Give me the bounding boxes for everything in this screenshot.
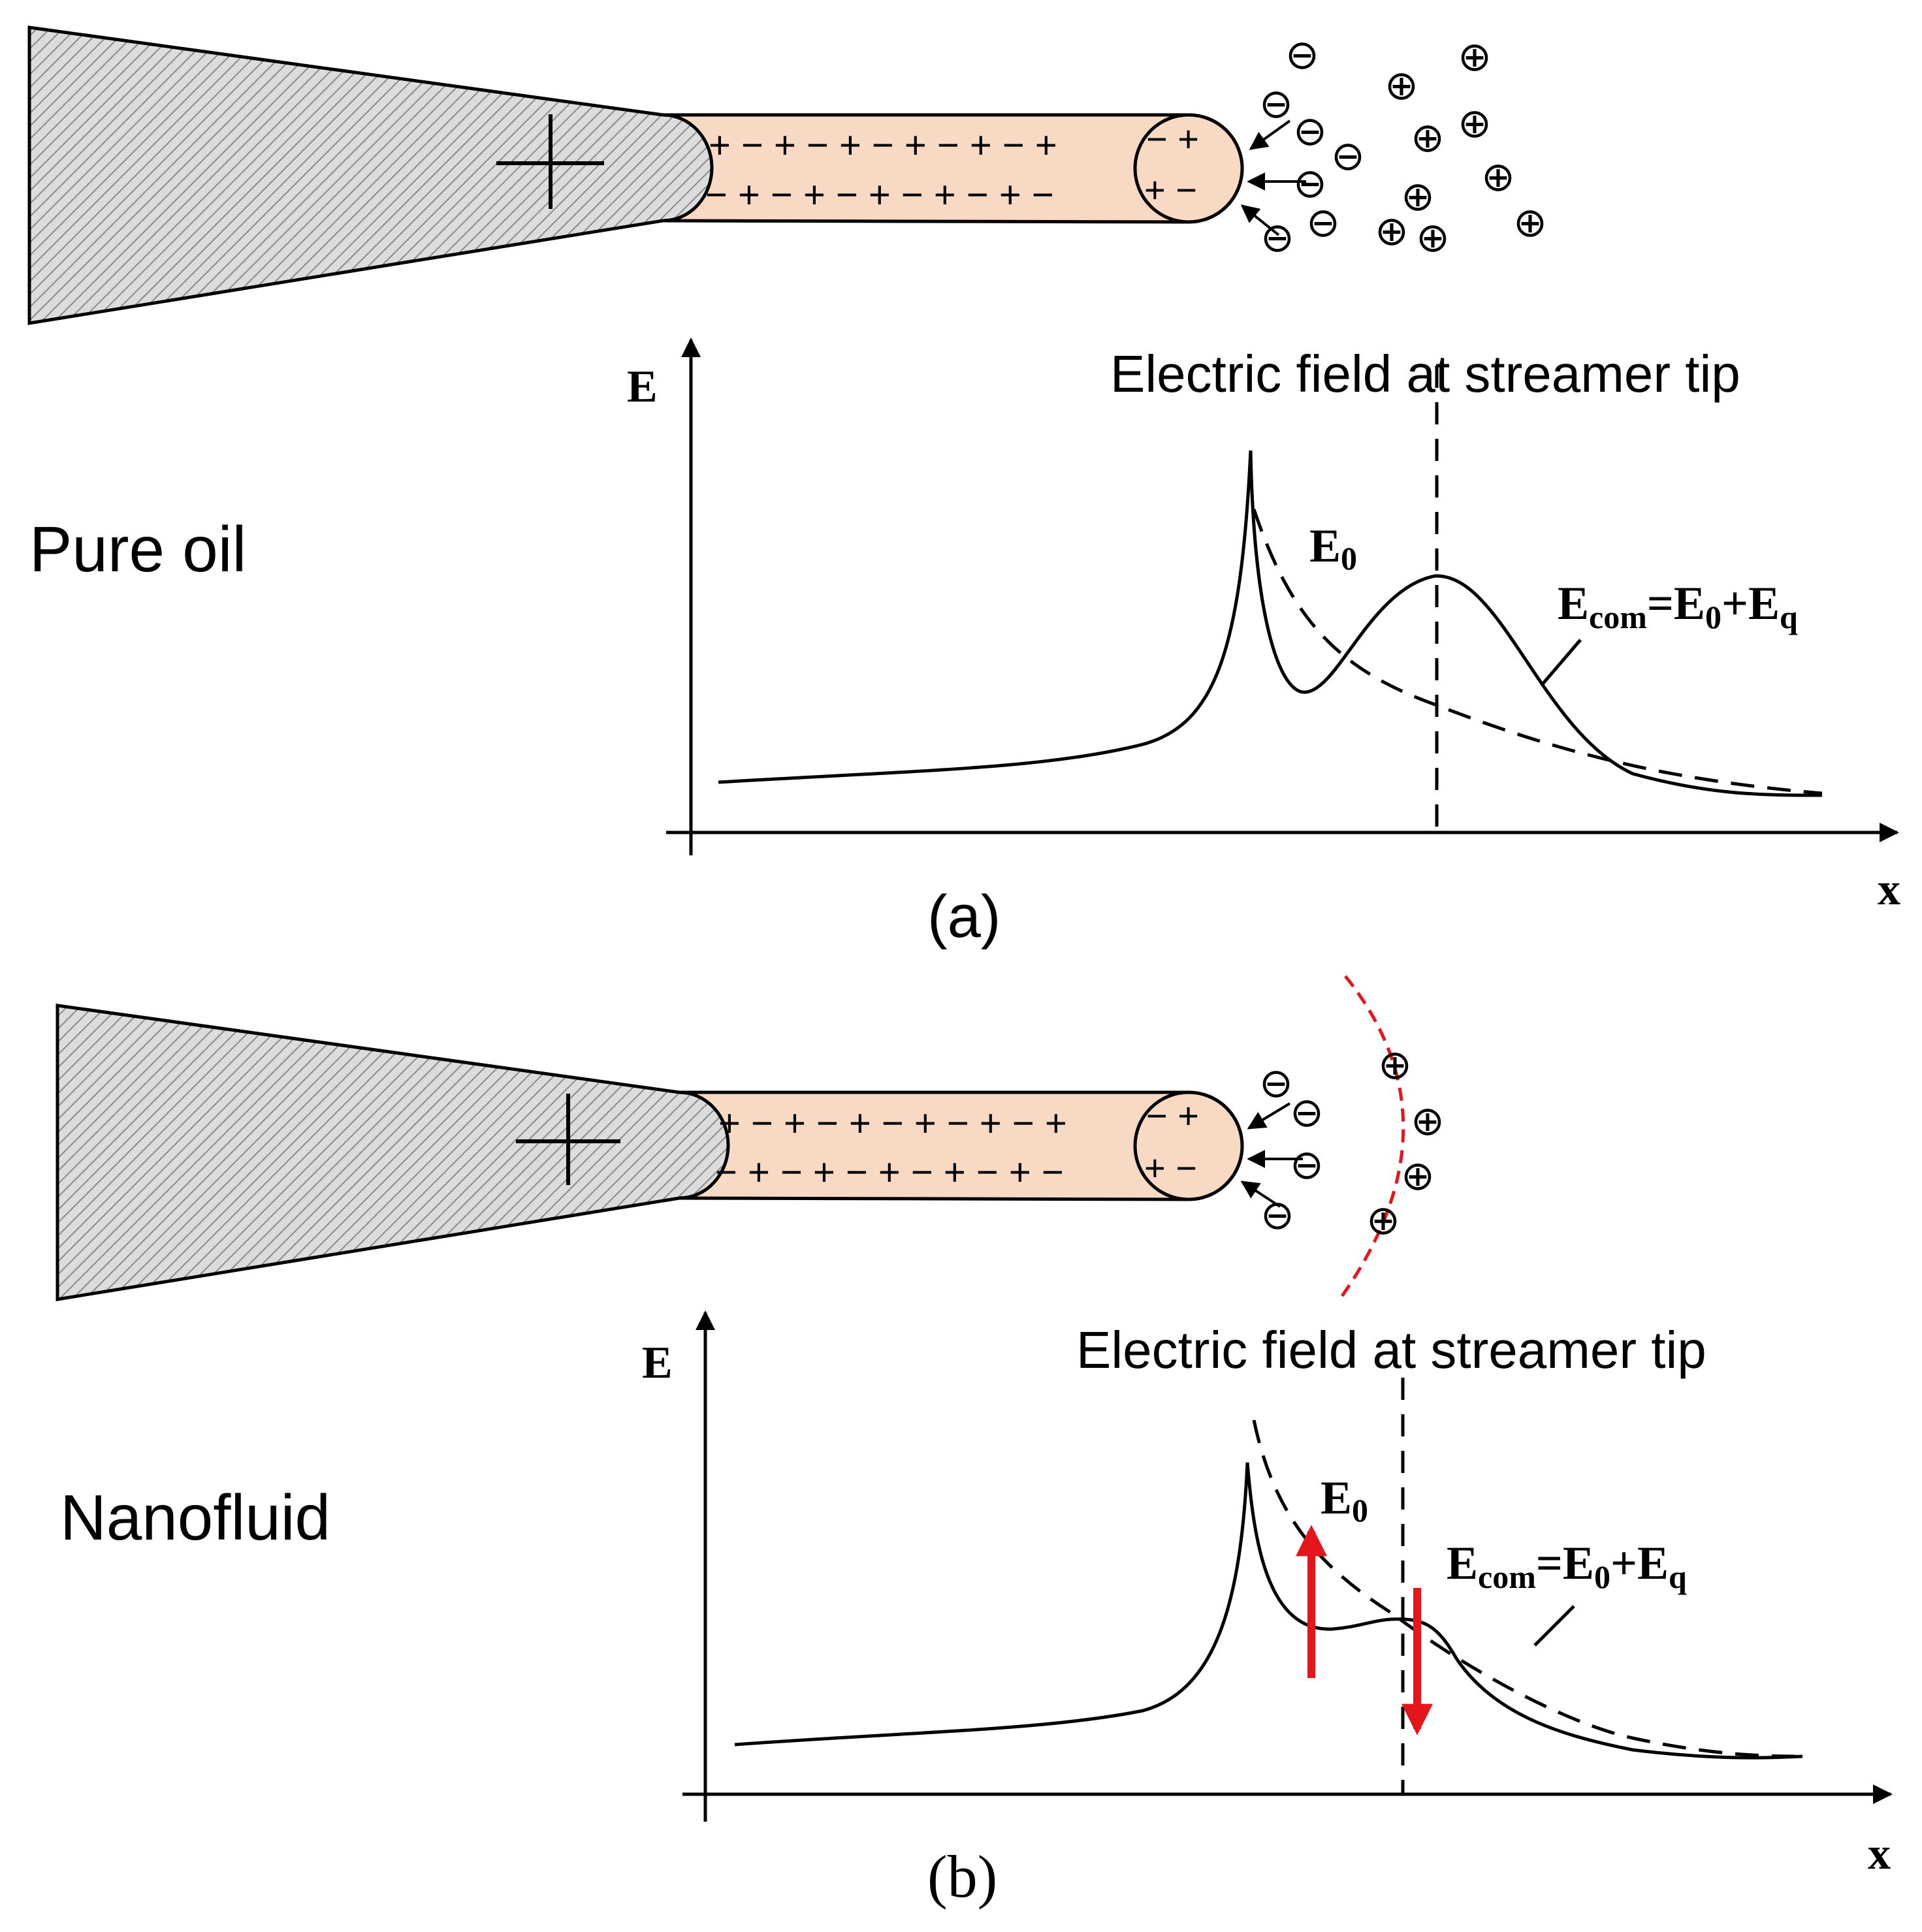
y-axis-label: E bbox=[642, 1338, 673, 1388]
panel-caption: (a) bbox=[927, 883, 1001, 950]
positive-ion: ⊕ bbox=[1513, 200, 1547, 245]
negative-ion: ⊖ bbox=[1290, 1090, 1324, 1135]
e-com-label: Ecom=E0+Eq bbox=[1447, 1537, 1687, 1595]
ion-front-arc bbox=[1340, 975, 1405, 1297]
positive-ion: ⊕ bbox=[1378, 1043, 1412, 1088]
positive-ion: ⊕ bbox=[1401, 174, 1435, 219]
ion-arrow bbox=[1247, 1102, 1291, 1130]
annotation-streamer-tip: Electric field at streamer tip bbox=[1076, 1321, 1706, 1379]
negative-ion: ⊖ bbox=[1293, 161, 1327, 206]
panel-a: + − + − + − + − + − + − + − + − + − + − … bbox=[27, 25, 1900, 950]
tip-top-charges: − + bbox=[1146, 1095, 1199, 1136]
negative-ion: ⊖ bbox=[1290, 1143, 1324, 1188]
panel-label: Pure oil bbox=[29, 513, 246, 585]
ion-arrow bbox=[1249, 119, 1291, 150]
annotation-streamer-tip: Electric field at streamer tip bbox=[1110, 345, 1740, 403]
electrode-plus-sign bbox=[516, 1094, 620, 1185]
ion-arrow bbox=[1240, 1180, 1281, 1208]
positive-ion: ⊕ bbox=[1458, 101, 1492, 146]
positive-ion: ⊕ bbox=[1481, 155, 1515, 200]
streamer-tip bbox=[1133, 1090, 1244, 1201]
negative-ion: ⊖ bbox=[1293, 109, 1327, 154]
positive-ion: ⊕ bbox=[1401, 1154, 1435, 1199]
panel-caption: (b) bbox=[927, 1843, 997, 1910]
positive-ion: ⊕ bbox=[1458, 35, 1492, 80]
positive-ion: ⊕ bbox=[1366, 1198, 1400, 1243]
negative-ion: ⊖ bbox=[1259, 82, 1293, 127]
tip-bottom-charges: + − bbox=[1144, 169, 1197, 210]
channel-bottom-charges: − + − + − + − + − + − bbox=[715, 1151, 1064, 1194]
positive-ion: ⊕ bbox=[1411, 116, 1445, 161]
panel-b: + − + − + − + − + − + − + − + − + − + − … bbox=[56, 975, 1893, 1910]
negative-ion: ⊖ bbox=[1331, 134, 1365, 179]
e-com-leader bbox=[1533, 1605, 1575, 1647]
positive-ion: ⊕ bbox=[1416, 215, 1450, 261]
needle-electrode bbox=[27, 25, 718, 325]
ion-cloud-a: ⊖ ⊖ ⊖ ⊖ ⊖ ⊖ ⊖ ⊕ ⊕ ⊕ ⊕ ⊕ ⊕ ⊕ ⊕ ⊕ bbox=[1259, 33, 1547, 261]
negative-ion: ⊖ bbox=[1260, 215, 1294, 261]
negative-ion: ⊖ bbox=[1260, 1193, 1294, 1238]
needle-electrode bbox=[56, 1004, 734, 1301]
negative-ion: ⊖ bbox=[1285, 33, 1319, 78]
positive-ion: ⊕ bbox=[1385, 63, 1418, 108]
ion-arrow bbox=[1240, 204, 1280, 236]
e0-label: E0 bbox=[1321, 1472, 1368, 1528]
e-com-leader bbox=[1540, 639, 1582, 687]
e-com-curve bbox=[718, 450, 1823, 797]
e0-label: E0 bbox=[1309, 520, 1357, 577]
panel-label: Nanofluid bbox=[60, 1481, 330, 1553]
streamer-tip bbox=[1133, 113, 1244, 224]
x-axis-label: x bbox=[1878, 864, 1900, 915]
e-com-curve bbox=[734, 1462, 1803, 1760]
negative-ion: ⊖ bbox=[1259, 1061, 1293, 1106]
x-axis-label: x bbox=[1868, 1829, 1891, 1879]
tip-top-charges: − + bbox=[1146, 118, 1199, 159]
tip-bottom-charges: + − bbox=[1144, 1147, 1197, 1188]
y-axis-label: E bbox=[627, 362, 658, 412]
ion-cloud-b: ⊖ ⊖ ⊖ ⊖ ⊕ ⊕ ⊕ ⊕ bbox=[1259, 1043, 1445, 1243]
positive-ion: ⊕ bbox=[1411, 1099, 1445, 1144]
e-com-label: Ecom=E0+Eq bbox=[1558, 577, 1798, 635]
electrode-plus-sign bbox=[496, 114, 604, 209]
channel-top-charges: + − + − + − + − + − + bbox=[718, 1102, 1067, 1145]
negative-ion: ⊖ bbox=[1306, 200, 1340, 245]
channel-top-charges: + − + − + − + − + − + bbox=[709, 124, 1057, 166]
positive-ion: ⊕ bbox=[1375, 209, 1409, 254]
channel-bottom-charges: − + − + − + − + − + − bbox=[705, 174, 1054, 216]
